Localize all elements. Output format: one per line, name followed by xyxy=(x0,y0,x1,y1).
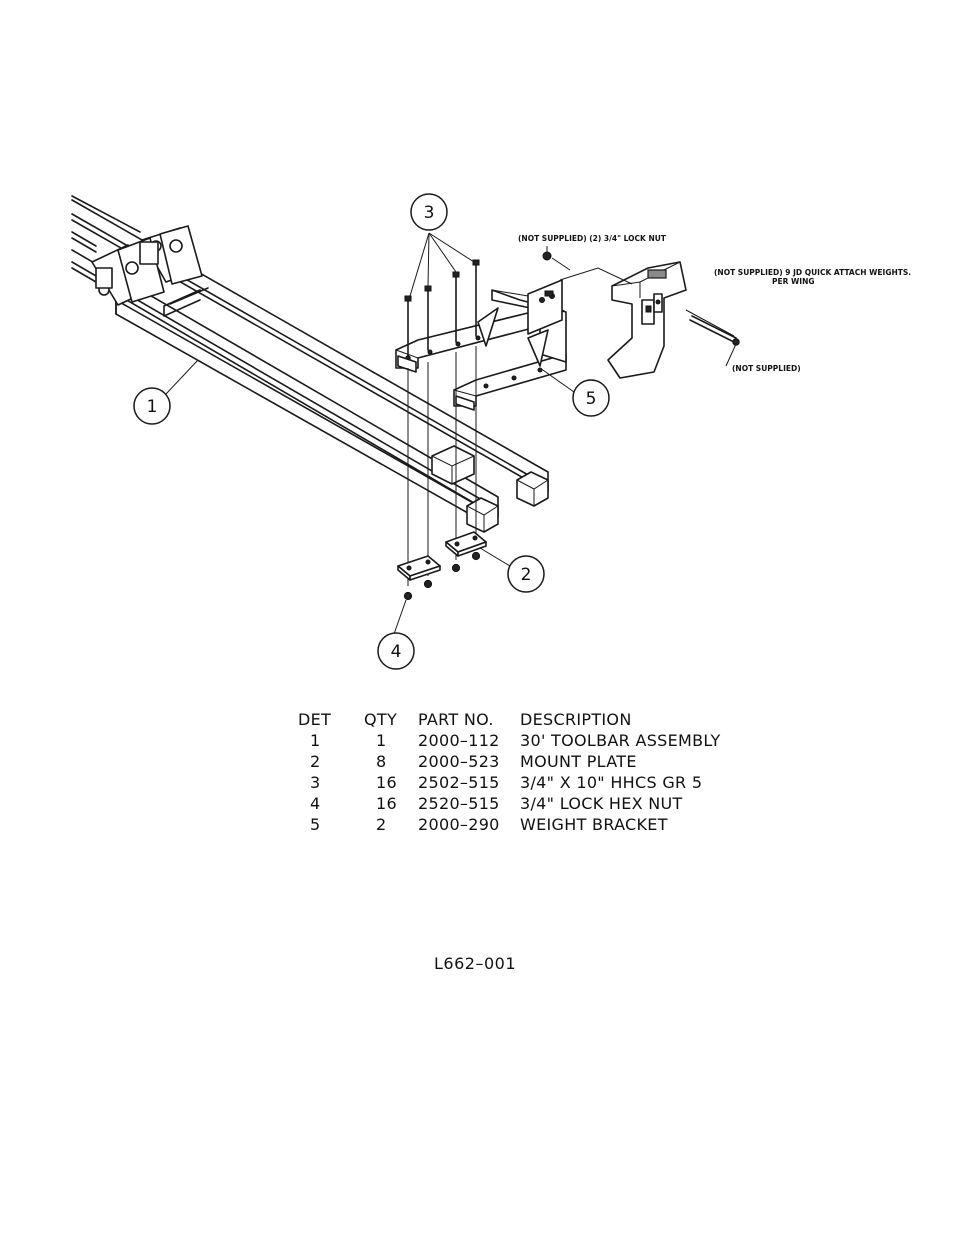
parts-table-header: DET QTY PART NO. DESCRIPTION xyxy=(298,710,721,731)
cell-qty: 2 xyxy=(376,815,387,834)
balloon-2: 2 xyxy=(507,555,545,593)
weight-mount-plate xyxy=(527,279,563,335)
cell-det: 3 xyxy=(310,773,321,792)
note-lock-nut: (NOT SUPPLIED) (2) 3/4" LOCK NUT xyxy=(518,234,667,243)
svg-text:2: 2 xyxy=(521,565,532,585)
table-row: 3 16 2502–515 3/4" X 10" HHCS GR 5 xyxy=(298,773,721,794)
cell-part-no: 2000–523 xyxy=(418,752,500,771)
cell-qty: 1 xyxy=(376,731,387,750)
table-row: 1 1 2000–112 30' TOOLBAR ASSEMBLY xyxy=(298,731,721,752)
cell-qty: 8 xyxy=(376,752,387,771)
cell-description: MOUNT PLATE xyxy=(520,752,637,771)
note-bolt: (NOT SUPPLIED) xyxy=(732,364,801,373)
note-weights-per-wing: PER WING xyxy=(772,277,815,286)
balloon-3: 3 xyxy=(410,193,448,231)
mount-plates xyxy=(397,531,487,581)
cell-part-no: 2000–290 xyxy=(418,815,500,834)
cell-part-no: 2520–515 xyxy=(418,794,500,813)
cell-det: 4 xyxy=(310,794,321,813)
svg-text:5: 5 xyxy=(586,389,597,409)
header-part-no: PART NO. xyxy=(418,710,494,729)
balloon-5: 5 xyxy=(572,379,610,417)
note-weights: (NOT SUPPLIED) 9 JD QUICK ATTACH WEIGHTS… xyxy=(714,268,911,277)
svg-text:4: 4 xyxy=(391,642,402,662)
svg-text:3: 3 xyxy=(424,203,435,223)
header-qty: QTY xyxy=(364,710,398,729)
balloon-1: 1 xyxy=(133,387,171,425)
weight-bolt xyxy=(689,315,740,367)
toolbar-assembly xyxy=(71,195,549,533)
exploded-assembly-drawing: 1 2 3 4 5 (NOT SUPPLIED) (2) 3/4" LOCK N… xyxy=(71,193,911,670)
lock-nuts xyxy=(403,551,481,601)
table-row: 2 8 2000–523 MOUNT PLATE xyxy=(298,752,721,773)
cell-description: WEIGHT BRACKET xyxy=(520,815,668,834)
table-row: 5 2 2000–290 WEIGHT BRACKET xyxy=(298,815,721,836)
cell-description: 3/4" X 10" HHCS GR 5 xyxy=(520,773,703,792)
cell-det: 2 xyxy=(310,752,321,771)
quick-attach-weight xyxy=(607,261,687,379)
drawing-number: L662–001 xyxy=(434,954,516,973)
parts-list-table: DET QTY PART NO. DESCRIPTION 1 1 2000–11… xyxy=(298,710,721,836)
svg-text:1: 1 xyxy=(147,397,158,417)
balloon-4: 4 xyxy=(377,632,415,670)
cell-qty: 16 xyxy=(376,794,397,813)
table-row: 4 16 2520–515 3/4" LOCK HEX NUT xyxy=(298,794,721,815)
cell-det: 5 xyxy=(310,815,321,834)
cell-description: 3/4" LOCK HEX NUT xyxy=(520,794,683,813)
header-det: DET xyxy=(298,710,332,729)
cell-part-no: 2502–515 xyxy=(418,773,500,792)
bolt-center-lines xyxy=(407,346,477,586)
cell-part-no: 2000–112 xyxy=(418,731,500,750)
cell-det: 1 xyxy=(310,731,321,750)
weight-lock-nut xyxy=(542,246,571,271)
header-description: DESCRIPTION xyxy=(520,710,632,729)
cell-qty: 16 xyxy=(376,773,397,792)
cell-description: 30' TOOLBAR ASSEMBLY xyxy=(520,731,721,750)
